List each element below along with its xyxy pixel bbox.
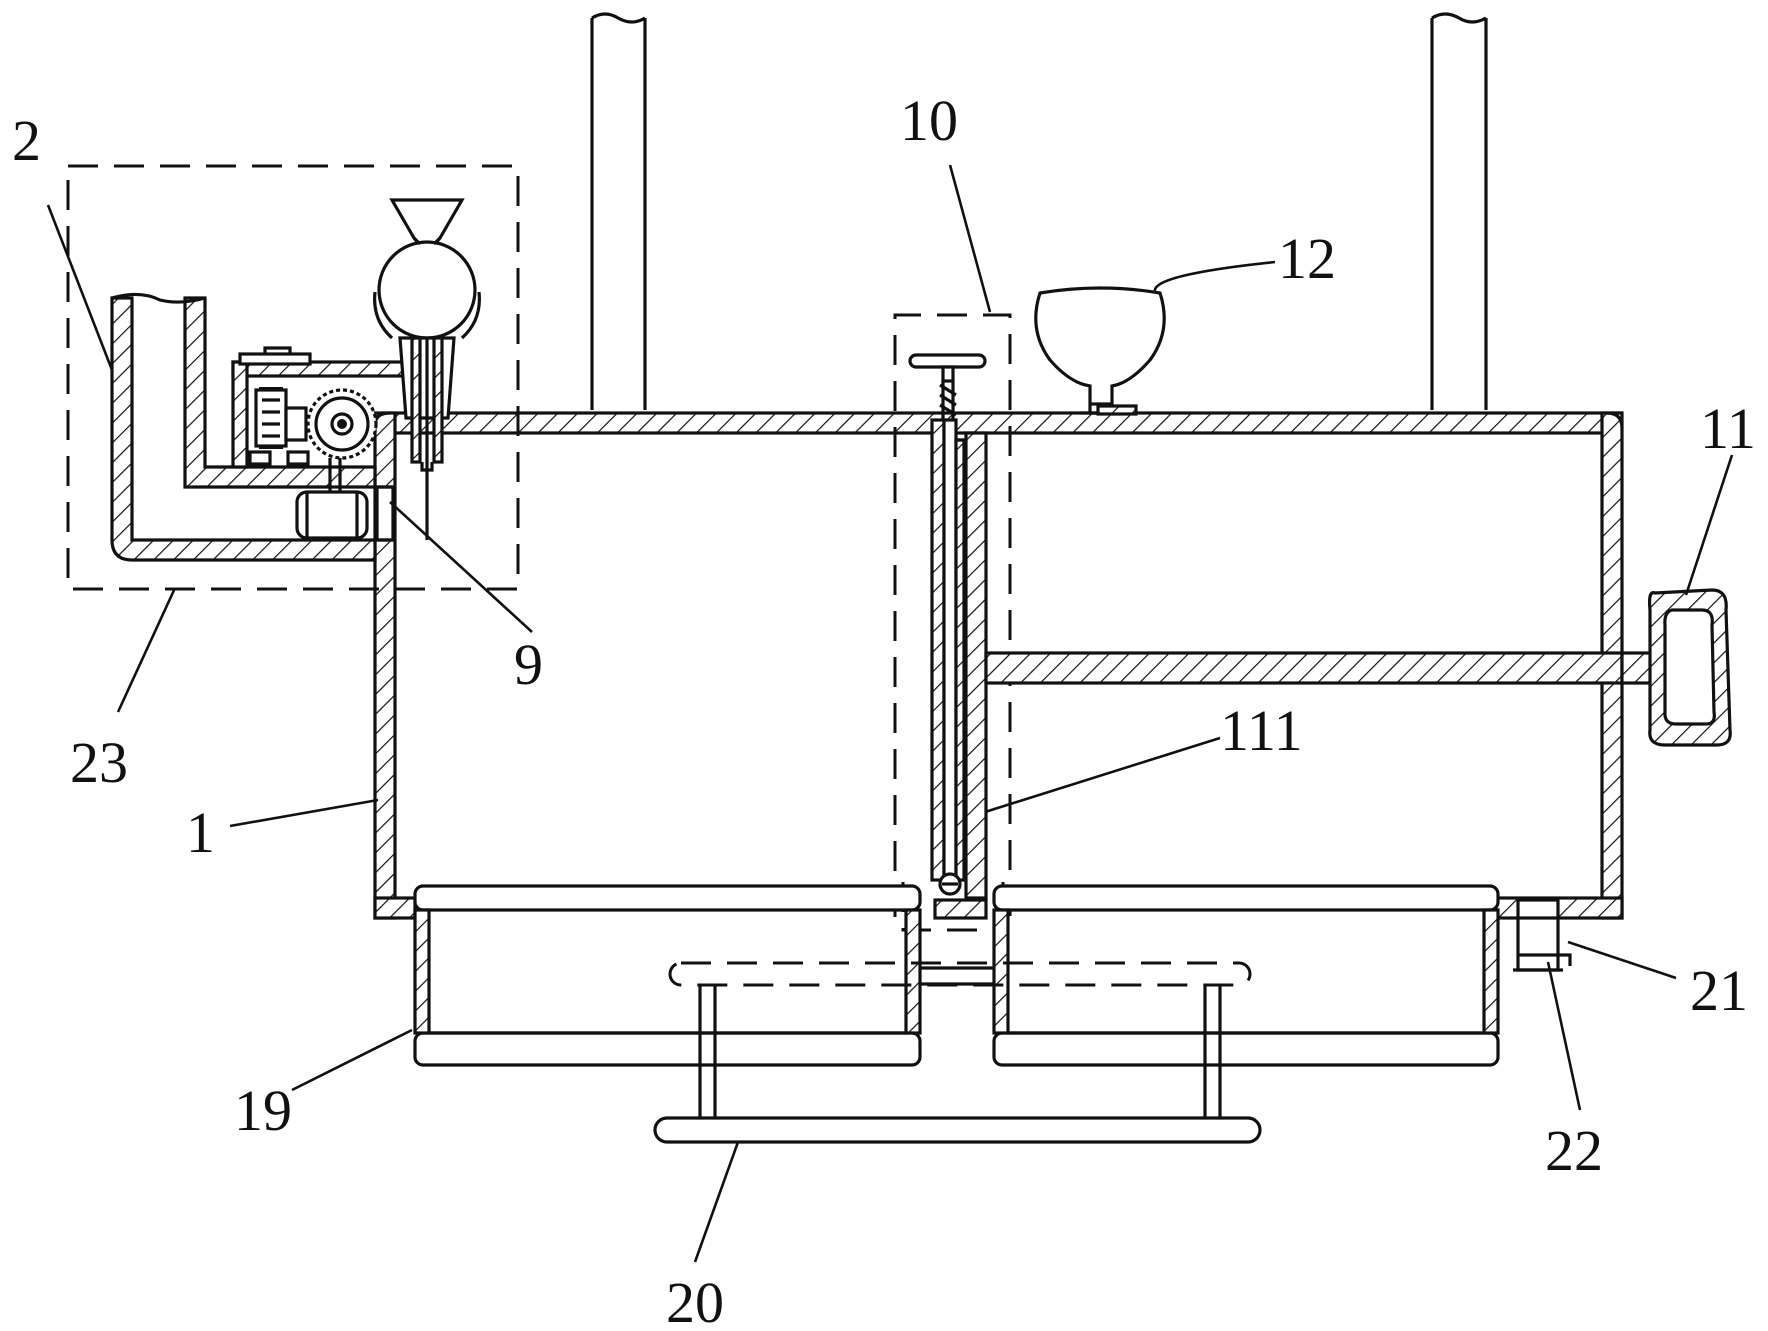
label-23: 23 (70, 730, 128, 795)
handle-shaft (1620, 651, 1654, 685)
callout-labels: 2 10 12 11 9 23 111 1 21 19 22 20 (12, 88, 1756, 1331)
support-post-left (590, 12, 647, 410)
horizontal-partition (984, 651, 1624, 685)
drawer-right (992, 884, 1500, 1067)
drive-wheel (295, 488, 369, 540)
label-2: 2 (12, 108, 41, 173)
label-22: 22 (1545, 1118, 1603, 1183)
feed-box (110, 292, 377, 562)
detail-frame-23 (66, 164, 520, 591)
drain-valve (1513, 898, 1572, 972)
label-19: 19 (234, 1078, 292, 1143)
label-111: 111 (1220, 698, 1303, 763)
label-20: 20 (666, 1270, 724, 1331)
label-1: 1 (186, 800, 215, 865)
label-9: 9 (514, 632, 543, 697)
leader-lines (46, 164, 1734, 1263)
label-10: 10 (900, 88, 958, 153)
label-11: 11 (1700, 396, 1756, 461)
handle-knob (1647, 588, 1732, 747)
label-12: 12 (1278, 226, 1336, 291)
inlet-opening (375, 485, 395, 542)
divider-assembly (908, 353, 988, 920)
support-post-right (1430, 12, 1488, 410)
drawer-left (413, 884, 922, 1067)
top-funnel (1034, 286, 1166, 416)
label-21: 21 (1690, 958, 1748, 1023)
hopper-funnel (373, 198, 481, 540)
base-plate (653, 985, 1262, 1144)
drawer-connector (920, 966, 994, 986)
hidden-tray (668, 961, 1252, 987)
motor-housing (231, 346, 405, 488)
